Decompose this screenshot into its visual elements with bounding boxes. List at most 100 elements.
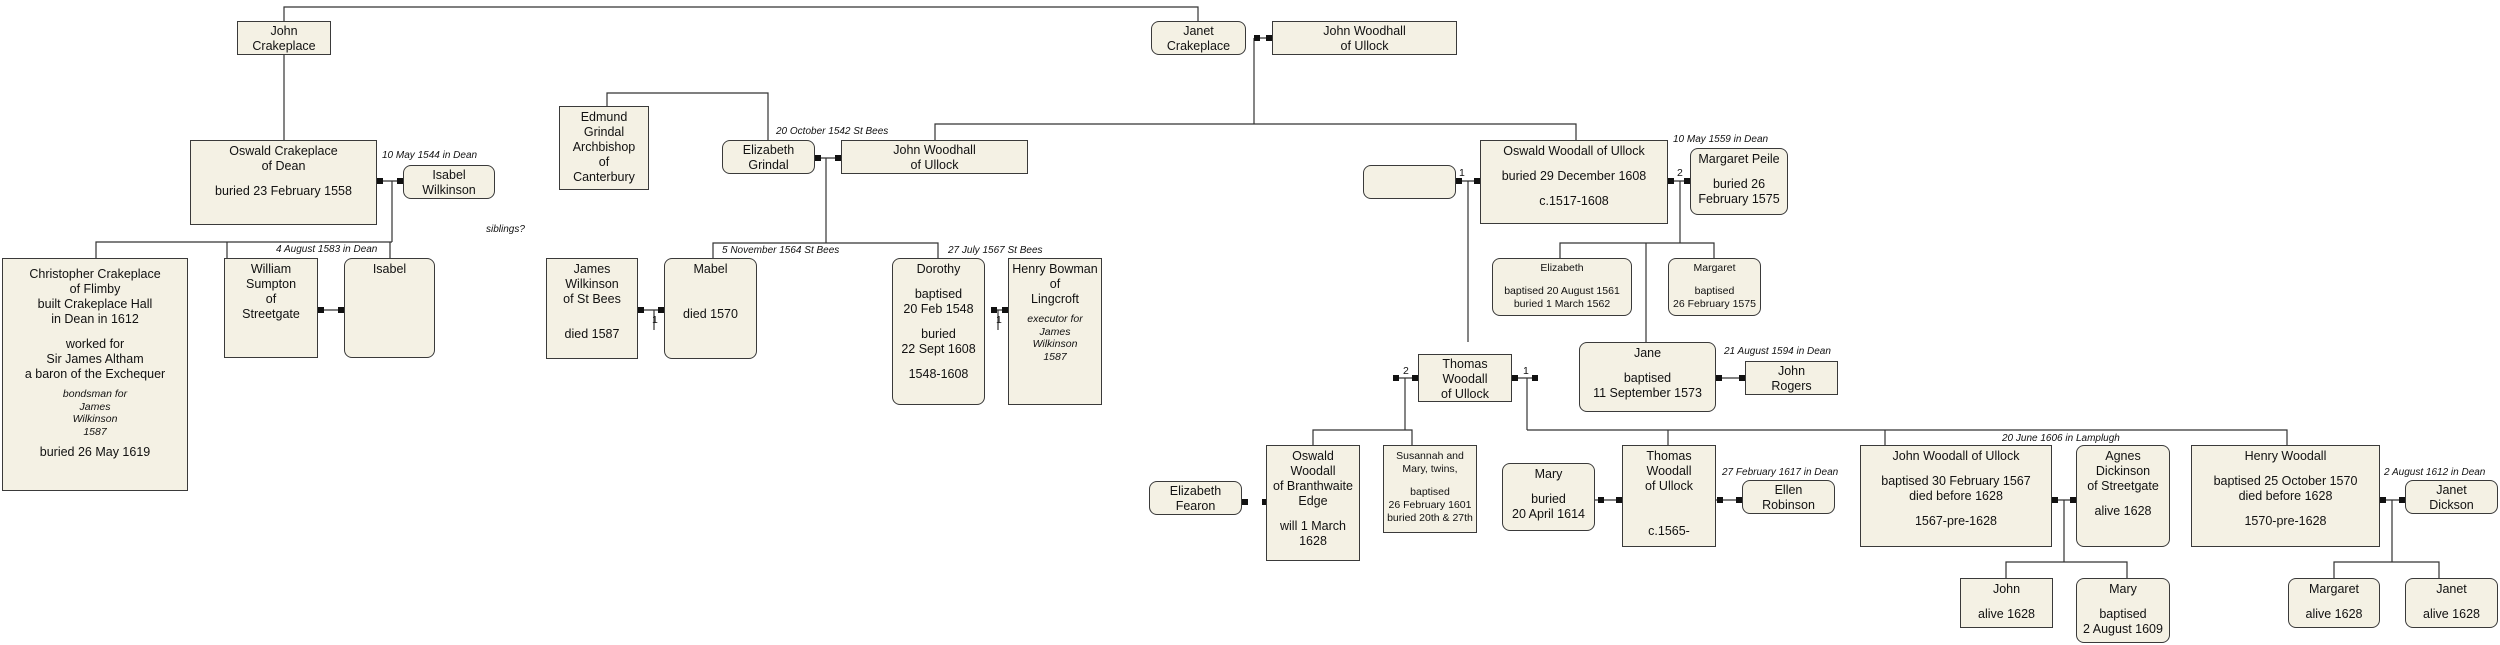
person-text-line <box>1625 514 1713 524</box>
person-text-line: buried 23 February 1558 <box>215 184 352 198</box>
marriage-date-grindal-woodhall: 20 October 1542 St Bees <box>776 126 889 137</box>
person-text-line: Dickson <box>2429 498 2474 512</box>
marriage-number: 1 <box>652 314 658 326</box>
person-text-line: Elizabeth <box>1169 484 1222 498</box>
person-janet-1628[interactable]: Janet alive 1628 <box>2405 578 2498 628</box>
person-text-line: William <box>250 262 292 276</box>
person-text-line: died 1570 <box>683 307 738 321</box>
marriage-date-dorothy-bowman: 27 July 1567 St Bees <box>948 245 1043 256</box>
person-text-line: John Woodall of Ullock <box>1892 449 2020 463</box>
person-unknown-first-wife[interactable] <box>1363 165 1456 199</box>
person-text-line: c.1517-1608 <box>1539 194 1609 208</box>
person-text-line: Wilkinson <box>565 277 619 291</box>
person-text-line: Margaret <box>1693 262 1736 274</box>
person-text-line: 20 April 1614 <box>1512 507 1585 521</box>
person-text-line: c.1565- <box>1648 524 1690 538</box>
person-text-line: Ellen <box>1774 483 1803 497</box>
person-text-line: Wilkinson <box>422 183 476 197</box>
person-text-line: buried 20th & 27th <box>1387 512 1473 524</box>
person-text-line: died before 1628 <box>1909 489 2003 503</box>
person-text-line: Wilkinson <box>1032 338 1078 350</box>
person-text-line: alive 1628 <box>2423 607 2480 621</box>
person-text-line: Henry Bowman <box>1012 262 1098 276</box>
person-john-woodall-of-ullock[interactable]: John Woodall of Ullock baptised 30 Februa… <box>1860 445 2052 547</box>
person-text-line <box>1963 597 2050 607</box>
marriage-date-wilkinson-mabel: 5 November 1564 St Bees <box>722 245 840 256</box>
person-text-line <box>1625 494 1713 504</box>
person-text-line: baptised <box>1623 371 1672 385</box>
person-text-line: alive 1628 <box>2305 607 2363 621</box>
person-text-line <box>1625 504 1713 514</box>
person-text-line: Crakeplace <box>1166 39 1231 53</box>
person-text-line: baptised 30 February 1567 <box>1881 474 2031 488</box>
person-text-line: baptised <box>1694 285 1735 297</box>
person-text-line <box>1693 167 1785 177</box>
marriage-number: 1 <box>1459 167 1465 179</box>
person-text-line: of Ullock <box>910 158 959 172</box>
person-text-line: Margaret <box>2308 582 2360 596</box>
person-text-line <box>2079 494 2167 504</box>
person-text-line: Isabel <box>432 168 466 182</box>
person-text-line: of <box>598 155 610 169</box>
person-text-line: buried <box>1531 492 1566 506</box>
person-text-line: James <box>573 262 611 276</box>
person-text-line: 26 February 1575 <box>1673 298 1756 310</box>
person-text-line: Isabel <box>372 262 407 276</box>
person-text-line <box>895 277 982 287</box>
marriage-date-oswald-isabel: 10 May 1544 in Dean <box>382 150 478 161</box>
person-text-line: John <box>270 24 298 38</box>
person-text-line: 1548-1608 <box>908 367 969 381</box>
person-text-line: died before 1628 <box>2238 489 2333 503</box>
person-text-line: Janet <box>2436 582 2467 596</box>
person-text-line <box>1582 361 1713 371</box>
person-text-line: Robinson <box>1762 498 1815 512</box>
person-text-line <box>1495 275 1629 285</box>
person-text-line <box>2291 597 2377 607</box>
person-text-line <box>1483 159 1665 169</box>
person-text-line: Dickinson <box>2095 464 2151 478</box>
person-text-line <box>667 297 754 307</box>
person-text-line: Jane <box>1633 346 1662 360</box>
person-isabel[interactable]: Isabel <box>344 258 435 358</box>
person-text-line: baptised 25 October 1570 <box>2213 474 2358 488</box>
person-margaret-1628[interactable]: Margaret alive 1628 <box>2288 578 2380 628</box>
person-text-line: Oswald Woodall of Ullock <box>1503 144 1645 158</box>
person-text-line: 1570-pre-1628 <box>2244 514 2327 528</box>
person-text-line: alive 1628 <box>1978 607 2035 621</box>
marriage-number: 2 <box>1403 365 1409 377</box>
marriage-number: 1 <box>996 314 1002 326</box>
person-text-line: of Ullock <box>1645 479 1693 493</box>
